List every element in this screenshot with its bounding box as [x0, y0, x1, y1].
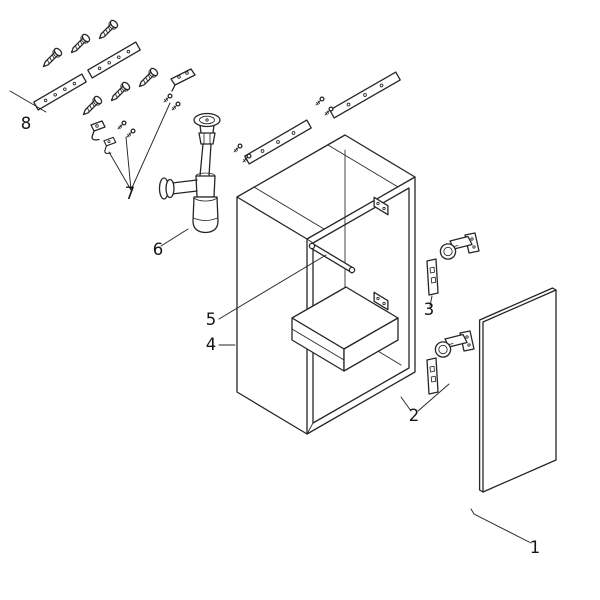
screw-icon	[39, 46, 64, 71]
mounting-rail	[33, 73, 87, 111]
callout-label-6: 6	[153, 240, 164, 259]
callout-label-8: 8	[21, 114, 32, 133]
screw-icon	[67, 32, 92, 57]
screw-icon	[95, 18, 120, 43]
mounting-rail	[87, 41, 141, 79]
clip-icon	[103, 136, 117, 155]
tiny-screw-icon	[161, 92, 174, 105]
callout-label-1: 1	[530, 538, 541, 557]
callout-labels: 1 2 3 4 5 6 7 8	[21, 114, 541, 557]
callout-label-3: 3	[424, 300, 435, 319]
tiny-screw-icon	[231, 142, 244, 155]
tiny-screw-icon	[115, 119, 128, 132]
cabinet-carcass	[236, 134, 416, 435]
lower-hinge-set	[426, 330, 475, 395]
mounting-bracket	[170, 68, 196, 92]
screw-icon	[135, 66, 160, 91]
tiny-screw-icon	[169, 100, 182, 113]
callout-label-7: 7	[125, 184, 136, 203]
bottle-trap	[158, 112, 221, 234]
tiny-screw-icon	[313, 95, 326, 108]
upper-hinge-set	[426, 232, 480, 296]
wall-rail-lower	[231, 119, 312, 165]
interior-shelf	[291, 286, 399, 372]
wall-rail-upper	[313, 71, 401, 119]
tiny-screw-icon	[124, 127, 137, 140]
hinge-icon	[439, 232, 480, 260]
hinge-icon	[434, 330, 475, 358]
fixing-clips-group	[90, 68, 196, 155]
callout-label-2: 2	[409, 406, 420, 425]
hinge-strip-icon	[426, 357, 439, 395]
hardware-group-screws	[33, 18, 160, 119]
callout-label-5: 5	[206, 310, 217, 329]
screw-icon	[107, 80, 132, 105]
callout-label-4: 4	[206, 335, 217, 354]
hinge-strip-icon	[426, 258, 439, 296]
screw-icon	[79, 94, 104, 119]
clip-icon	[90, 120, 106, 141]
door-panel	[478, 287, 557, 493]
leader-lines	[9, 90, 532, 544]
fixing-rod	[308, 242, 356, 274]
